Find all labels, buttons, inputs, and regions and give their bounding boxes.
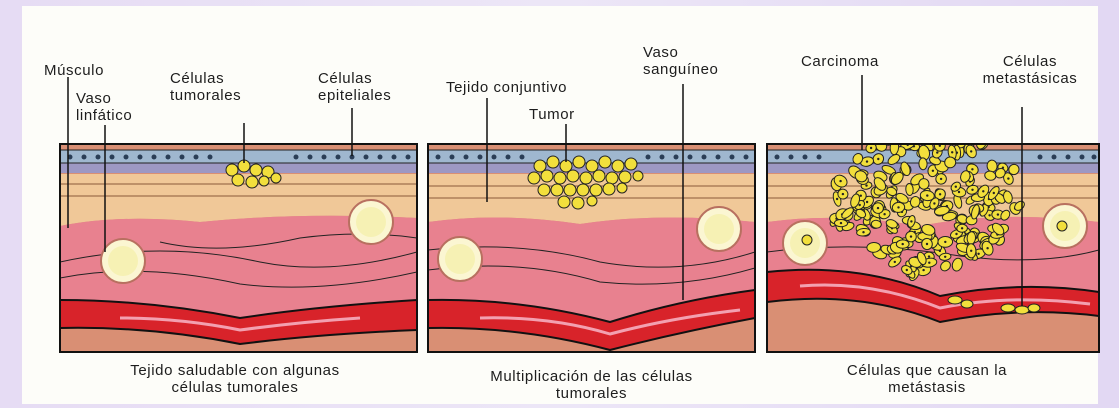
panel-tumor-multiplication [428,144,755,352]
carcinoma-cell [919,158,928,170]
cell-nucleus [928,255,930,257]
label-celulas-metastasicas: Células metastásicas [965,53,1095,87]
cell-nucleus [986,247,988,249]
cell-nucleus [866,160,868,162]
caption-panel-2: Multiplicación de las células tumorales [428,368,755,402]
cell-nucleus [971,168,973,170]
cell-nucleus [910,235,912,237]
cell-nucleus [877,207,879,209]
cell-nucleus [922,269,924,271]
cell-nucleus [939,193,941,195]
cell-nucleus [859,204,861,206]
carcinoma-cell [867,242,881,253]
cell-nucleus [940,178,942,180]
label-vaso-linfatico: Vaso linfático [76,90,132,124]
cell-nucleus [928,262,930,264]
cell-nucleus [970,250,972,252]
label-musculo: Músculo [44,62,104,79]
cell-nucleus [862,231,864,233]
cell-nucleus [988,214,990,216]
label-celulas-epiteliales: Células epiteliales [318,70,391,104]
cell-nucleus [910,220,912,222]
cell-nucleus [977,253,979,255]
cell-nucleus [877,158,879,160]
cell-nucleus [961,227,963,229]
cell-nucleus [860,195,862,197]
carcinoma-cell [945,157,956,168]
cell-nucleus [982,190,984,192]
cell-nucleus [883,213,885,215]
panel-metastasis [767,134,1099,352]
label-tumor: Tumor [529,106,575,123]
cell-nucleus [958,191,960,193]
cell-nucleus [932,170,934,172]
cell-nucleus [926,243,928,245]
cell-nucleus [933,202,935,204]
cell-nucleus [839,180,841,182]
cell-nucleus [836,198,838,200]
cell-nucleus [993,192,995,194]
cell-nucleus [906,269,908,271]
panel-healthy-tissue [60,144,417,352]
cell-nucleus [865,184,867,186]
cell-nucleus [971,189,973,191]
cell-nucleus [866,201,868,203]
caption-panel-1: Tejido saludable con algunas células tum… [55,362,415,396]
cell-nucleus [955,186,957,188]
cell-nucleus [997,213,999,215]
lymph-vessel [438,237,482,281]
cell-nucleus [894,261,896,263]
cell-nucleus [1007,177,1009,179]
cell-nucleus [840,222,842,224]
cell-nucleus [897,206,899,208]
cell-nucleus [870,147,872,149]
label-celulas-tumorales: Células tumorales [170,70,241,104]
lymph-vessel [349,200,393,244]
cell-nucleus [926,194,928,196]
cell-nucleus [951,151,953,153]
cell-nucleus [902,243,904,245]
label-carcinoma: Carcinoma [801,53,879,70]
cell-nucleus [936,151,938,153]
lymph-vessel [697,207,741,251]
carcinoma-cell [918,178,929,190]
cell-nucleus [970,150,972,152]
caption-panel-3: Células que causan la metástasis [767,362,1087,396]
cell-nucleus [955,233,957,235]
cell-nucleus [944,256,946,258]
lymph-vessel [1043,204,1087,248]
carcinoma-cell [905,183,913,195]
lymph-vessel [101,239,145,283]
label-tejido-conjuntivo: Tejido conjuntivo [446,79,567,96]
cell-nucleus [842,193,844,195]
label-vaso-sanguineo: Vaso sanguíneo [643,44,718,78]
cell-nucleus [944,241,946,243]
lymph-vessel [783,221,827,265]
